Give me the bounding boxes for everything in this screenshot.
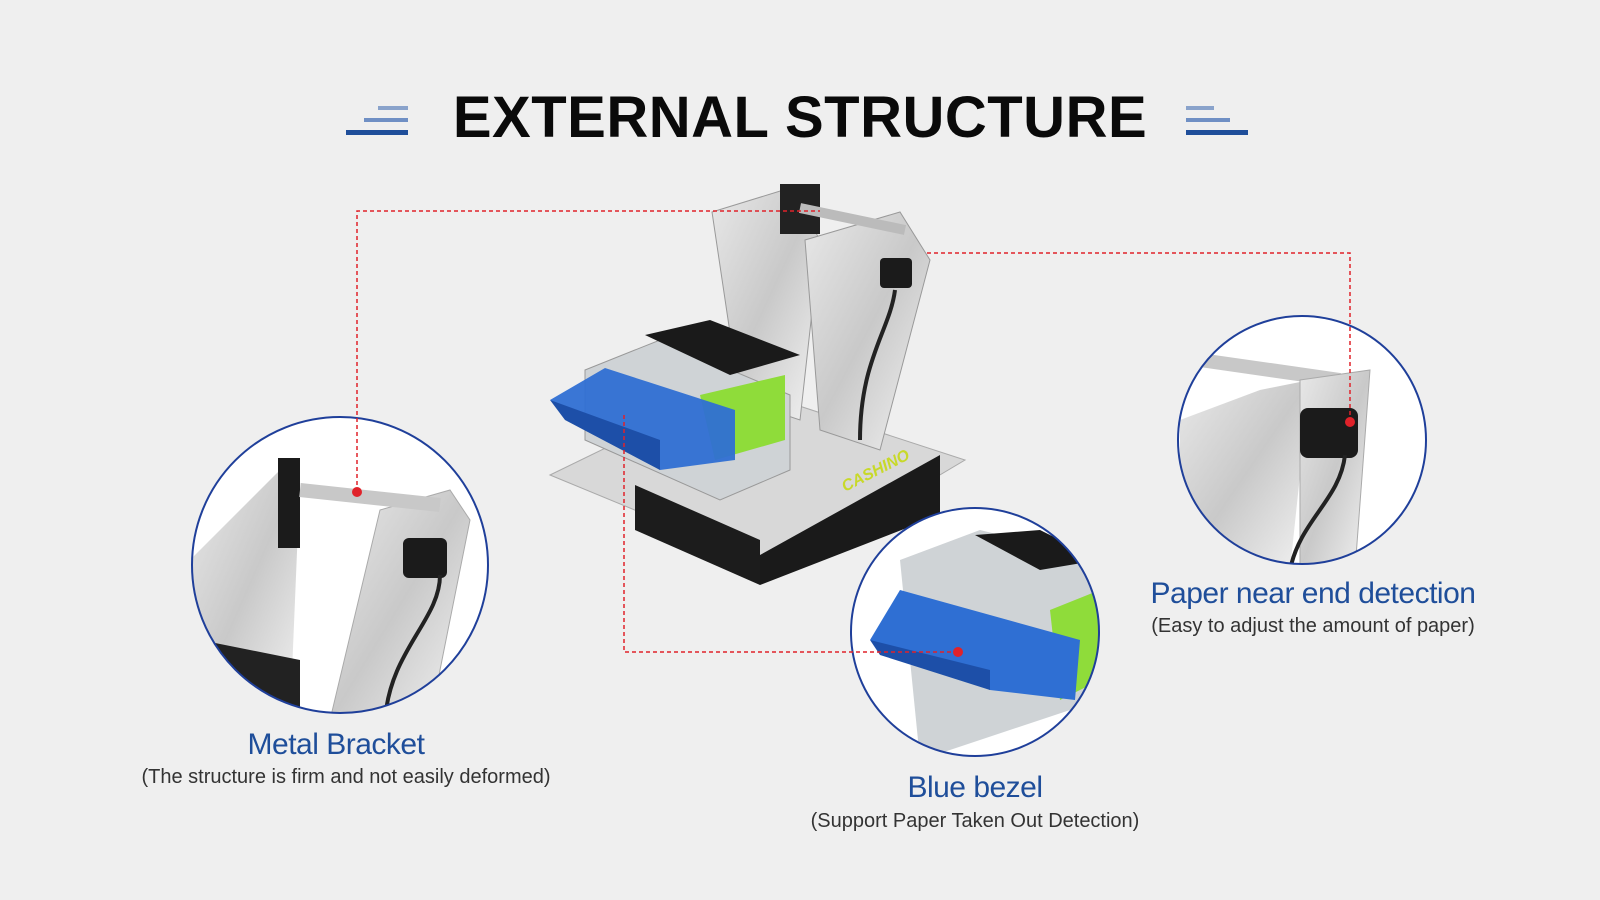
page-title: EXTERNAL STRUCTURE — [452, 85, 1148, 150]
callout-description-blue-bezel: (Support Paper Taken Out Detection) — [810, 810, 1140, 832]
callout-description-paper-near-end: (Easy to adjust the amount of paper) — [1151, 615, 1475, 637]
blue-bezel-closeup — [851, 508, 1099, 756]
printer-image: CASHINO — [548, 184, 967, 585]
title-decoration-right — [1186, 106, 1250, 140]
marker-dot — [953, 647, 963, 657]
title-decoration-left — [346, 106, 410, 140]
callout-label-blue-bezel: Blue bezel — [907, 771, 1043, 804]
callout-description-metal-bracket: (The structure is firm and not easily de… — [141, 766, 551, 788]
callout-label-paper-near-end: Paper near end detection — [1150, 577, 1476, 610]
marker-dot — [352, 487, 362, 497]
marker-dot — [1345, 417, 1355, 427]
callout-label-metal-bracket: Metal Bracket — [247, 728, 425, 761]
leader-lines — [356, 210, 1351, 653]
